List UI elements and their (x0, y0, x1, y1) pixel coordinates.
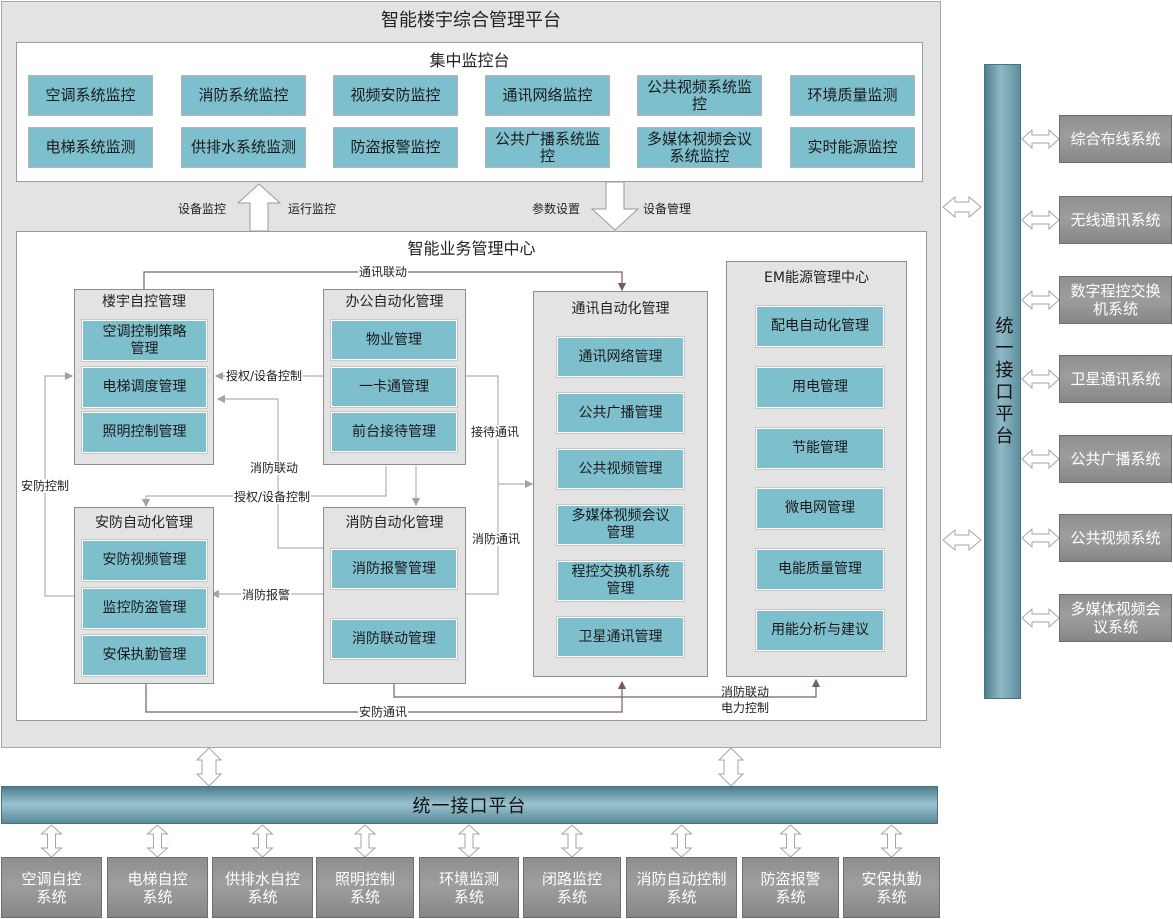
bottom-interface-bar: 统一接口平台 (1, 786, 938, 824)
comm-item: 公共广播管理 (556, 392, 685, 434)
link-label-reception: 接待通讯 (470, 425, 521, 439)
double-arrow-icon (1021, 607, 1060, 629)
energy-item: 电能质量管理 (755, 548, 885, 591)
double-arrow-icon (40, 824, 63, 858)
right-interface-label: 统一接口平台 (992, 315, 1014, 448)
platform-title: 智能楼宇综合管理平台 (381, 10, 561, 31)
central-monitor-item: 公共视频系统监 控 (637, 75, 762, 116)
energy-item: 配电自动化管理 (755, 305, 885, 348)
building-item: 照明控制管理 (81, 411, 208, 454)
double-arrow-icon (670, 824, 693, 858)
central-monitor-item: 供排水系统监测 (181, 127, 306, 168)
right-system-box: 公共视频系统 (1059, 514, 1172, 562)
office-item: 前台接待管理 (330, 411, 458, 453)
link-label-fire-alarm: 消防报警 (241, 588, 292, 602)
double-arrow-icon (1021, 289, 1060, 311)
energy-item: 用能分析与建议 (755, 609, 885, 652)
central-monitor-item: 实时能源监控 (790, 127, 915, 168)
right-system-box: 多媒体视频会 议系统 (1059, 594, 1172, 642)
security-automation-title: 安防自动化管理 (95, 515, 193, 531)
central-monitor-item: 环境质量监测 (790, 75, 915, 116)
comm-automation-title: 通讯自动化管理 (571, 301, 670, 317)
flow-label-run-monitor: 运行监控 (288, 202, 337, 216)
double-arrow-icon (560, 824, 584, 858)
double-arrow-icon (1021, 209, 1060, 231)
bottom-system-box: 环境监测 系统 (419, 857, 519, 918)
bottom-system-box: 防盗报警 系统 (742, 857, 839, 918)
bottom-system-box: 照明控制 系统 (316, 857, 414, 918)
right-system-box: 卫星通讯系统 (1059, 355, 1172, 403)
security-item: 监控防盗管理 (81, 587, 208, 630)
office-item: 一卡通管理 (330, 366, 458, 408)
business-center-title: 智能业务管理中心 (407, 239, 536, 258)
fire-item: 消防报警管理 (330, 548, 458, 590)
flow-label-param-setting: 参数设置 (532, 202, 581, 216)
bottom-system-box: 电梯自控 系统 (107, 857, 208, 918)
link-label-comm-link: 通讯联动 (358, 265, 409, 279)
energy-item: 节能管理 (755, 427, 885, 470)
double-arrow-icon (1021, 128, 1060, 150)
building-automation-title: 楼宇自控管理 (102, 294, 186, 310)
bottom-system-box: 闭路监控 系统 (523, 857, 621, 918)
double-arrow-icon (1021, 368, 1060, 390)
central-monitor-item: 防盗报警监控 (333, 127, 458, 168)
bottom-system-box: 空调自控 系统 (1, 857, 102, 918)
building-item: 电梯调度管理 (81, 366, 208, 409)
link-label-power-ctrl: 电力控制 (721, 701, 770, 715)
fire-item: 消防联动管理 (330, 618, 458, 660)
comm-item: 卫星通讯管理 (556, 616, 685, 658)
security-item: 安防视频管理 (81, 539, 208, 582)
link-label-security-comm: 安防通讯 (358, 705, 409, 719)
office-automation-title: 办公自动化管理 (345, 294, 444, 310)
right-system-box: 无线通讯系统 (1059, 196, 1172, 244)
double-arrow-icon (880, 824, 903, 858)
right-system-box: 数字程控交换 机系统 (1059, 276, 1172, 324)
comm-item: 公共视频管理 (556, 448, 685, 490)
bottom-system-box: 安保执勤 系统 (843, 857, 940, 918)
office-item: 物业管理 (330, 319, 458, 361)
comm-item: 通讯网络管理 (556, 336, 685, 378)
energy-item: 微电网管理 (755, 487, 885, 530)
double-arrow-icon (1021, 527, 1060, 549)
link-label-auth-ctrl-2: 授权/设备控制 (233, 490, 312, 504)
double-arrow-icon (146, 824, 169, 858)
link-label-fire-link: 消防联动 (249, 461, 300, 475)
double-arrow-icon (251, 824, 274, 858)
link-label-auth-ctrl-1: 授权/设备控制 (225, 369, 304, 383)
double-arrow-icon (1021, 448, 1060, 470)
link-label-fire-comm: 消防通讯 (471, 532, 522, 546)
flow-label-device-monitor: 设备监控 (178, 202, 227, 216)
right-system-box: 综合布线系统 (1059, 115, 1172, 163)
central-monitor-item: 电梯系统监测 (28, 127, 153, 168)
flow-label-device-manage: 设备管理 (643, 202, 692, 216)
right-system-box: 公共广播系统 (1059, 435, 1172, 483)
central-monitor-item: 空调系统监控 (28, 75, 153, 116)
comm-item: 多媒体视频会议 管理 (556, 504, 685, 546)
bottom-system-box: 消防自动控制 系统 (626, 857, 737, 918)
security-item: 安保执勤管理 (81, 634, 208, 677)
central-monitor-item: 多媒体视频会议 系统监控 (637, 127, 762, 168)
double-arrow-icon (779, 824, 802, 858)
fire-automation-title: 消防自动化管理 (345, 515, 444, 531)
building-item: 空调控制策略 管理 (81, 319, 208, 362)
link-label-security-ctrl: 安防控制 (20, 479, 71, 493)
comm-item: 程控交换机系统 管理 (556, 560, 685, 602)
central-monitor-item: 通讯网络监控 (485, 75, 610, 116)
energy-item: 用电管理 (755, 366, 885, 409)
double-arrow-icon (353, 824, 377, 858)
central-monitor-item: 公共广播系统监 控 (485, 127, 610, 168)
link-label-fire-link-2: 消防联动 (721, 685, 770, 699)
bottom-system-box: 供排水自控 系统 (212, 857, 313, 918)
double-arrow-icon (457, 824, 481, 858)
central-monitor-panel (16, 42, 923, 182)
energy-center-title: EM能源管理中心 (764, 270, 869, 286)
central-monitor-item: 消防系统监控 (181, 75, 306, 116)
right-interface-bar (984, 64, 1021, 699)
central-monitor-item: 视频安防监控 (333, 75, 458, 116)
central-monitor-title: 集中监控台 (429, 51, 510, 70)
